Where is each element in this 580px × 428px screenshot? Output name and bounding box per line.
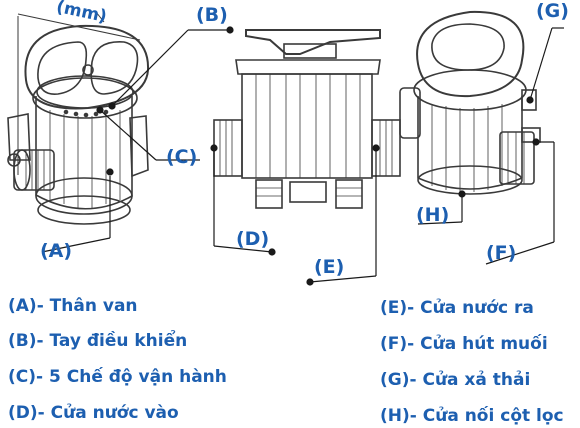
left-valve-view — [7, 11, 150, 225]
callout-label-d: (D) — [236, 228, 270, 250]
legend-item-a: (A)- Thân van — [8, 296, 138, 316]
legend-item-f: (F)- Cửa hút muối — [380, 334, 548, 354]
right-valve-view — [399, 10, 541, 195]
callout-label-e: (E) — [314, 256, 345, 278]
legend-item-c: (C)- 5 Chế độ vận hành — [8, 367, 227, 387]
callout-label-b: (B) — [196, 4, 228, 26]
callout-label-f: (F) — [486, 242, 517, 264]
legend-item-e: (E)- Cửa nước ra — [380, 298, 534, 318]
callout-label-h: (H) — [416, 204, 450, 226]
legend-item-g: (G)- Cửa xả thải — [380, 370, 531, 390]
callout-label-g: (G) — [536, 0, 569, 22]
callout-label-c: (C) — [166, 146, 198, 168]
callout-leaders — [41, 26, 564, 286]
legend-item-d: (D)- Cửa nước vào — [8, 403, 179, 423]
center-valve-view — [213, 29, 401, 209]
legend-item-b: (B)- Tay điều khiển — [8, 331, 188, 351]
legend-item-h: (H)- Cửa nối cột lọc — [380, 406, 564, 426]
callout-label-a: (A) — [40, 240, 73, 262]
